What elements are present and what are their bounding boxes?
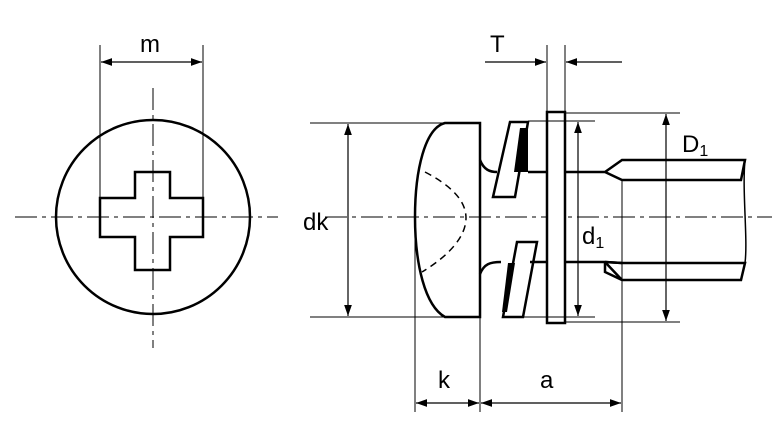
D1-label-main: D xyxy=(682,131,699,158)
k-label: k xyxy=(438,367,451,394)
dk-label: dk xyxy=(303,209,329,236)
screw-head xyxy=(413,121,482,319)
d1-label: d1 xyxy=(582,223,604,252)
D1-label-sub: 1 xyxy=(699,143,708,160)
front-view xyxy=(15,45,278,348)
D1-label: D1 xyxy=(682,131,708,160)
T-label: T xyxy=(490,31,505,58)
thread-bottom xyxy=(565,260,747,282)
d1-label-main: d xyxy=(582,223,595,250)
flat-washer xyxy=(545,110,567,325)
d1-label-sub: 1 xyxy=(595,235,604,252)
side-view xyxy=(310,45,772,412)
cross-recess xyxy=(98,170,205,272)
a-label: a xyxy=(540,367,554,394)
recess-hidden-line xyxy=(421,171,467,273)
m-label: m xyxy=(140,31,160,58)
thread-top xyxy=(565,158,747,182)
